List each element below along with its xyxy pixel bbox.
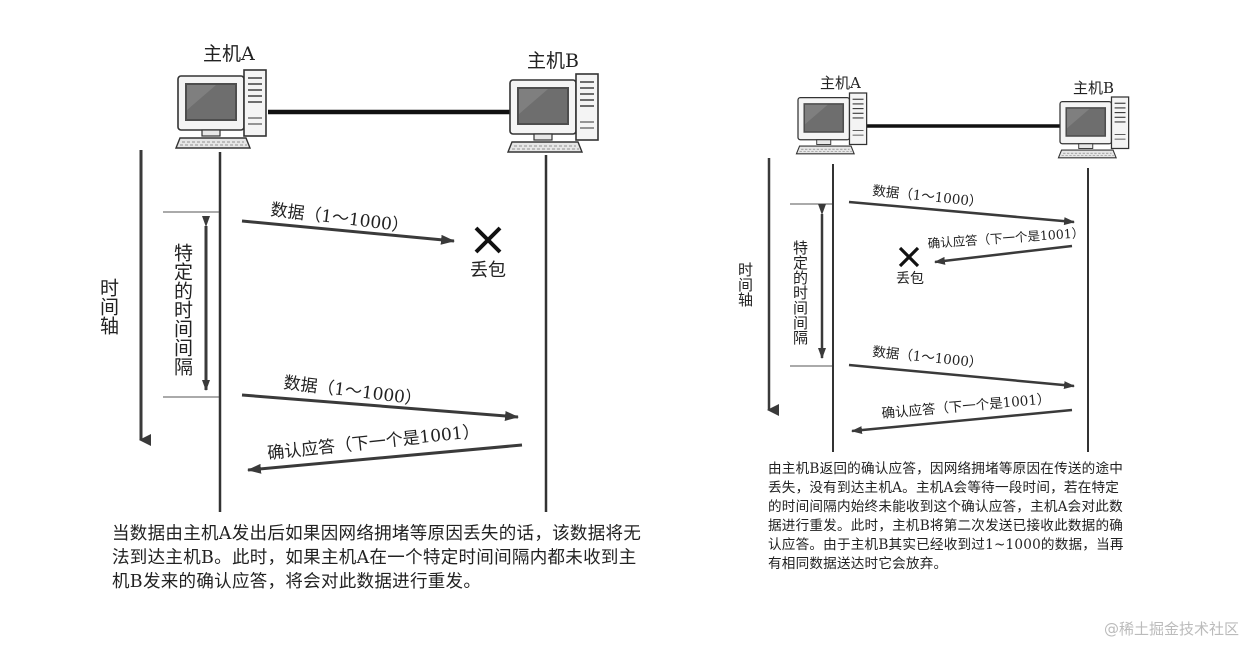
left-time-axis-label: 时间轴 — [97, 278, 119, 335]
left-data-resend-arrow — [241, 393, 519, 421]
right-diagram-ack-loss: 主机A 主机B 时间轴 特定的时间间隔 数据（1～1000） 确认应答（下一个是… — [736, 74, 1130, 452]
right-ack-second-arrow — [851, 408, 1073, 435]
right-ack-lost-arrow — [934, 244, 1073, 265]
left-interval-label: 特定的时间间隔 — [171, 243, 193, 376]
right-host-b-label: 主机B — [1073, 79, 1114, 97]
right-data-first-arrow — [848, 200, 1075, 226]
right-host-a-label: 主机A — [820, 74, 861, 92]
left-host-b-computer-icon — [507, 73, 599, 153]
left-host-a-label: 主机A — [203, 43, 255, 65]
left-ack-arrow — [247, 443, 523, 474]
left-host-a-computer-icon — [175, 69, 267, 149]
right-interval-label: 特定的时间间隔 — [791, 240, 809, 345]
right-caption: 由主机B返回的确认应答，因网络拥堵等原因在传送的途中丢失，没有到达主机A。主机A… — [768, 461, 1124, 572]
right-ack-second-label: 确认应答（下一个是1001） — [881, 390, 1051, 422]
left-caption: 当数据由主机A发出后如果因网络拥堵等原因丢失的话，该数据将无法到达主机B。此时，… — [112, 524, 642, 592]
watermark: @稀土掘金技术社区 — [1103, 620, 1239, 638]
right-host-b-computer-icon — [1057, 96, 1130, 159]
right-lost-label: 丢包 — [896, 271, 924, 287]
right-data-resend-arrow — [848, 363, 1075, 390]
left-host-b-label: 主机B — [527, 50, 579, 72]
left-lost-label: 丢包 — [470, 260, 506, 281]
left-diagram-packet-loss: 主机A 主机B 时间轴 特定的时间间隔 数据（1～1000） 丢包 数据（1～1… — [97, 43, 599, 512]
right-host-a-computer-icon — [795, 92, 868, 155]
left-data-lost-arrow — [241, 219, 455, 245]
right-time-axis-label: 时间轴 — [736, 262, 754, 307]
right-lost-x-icon — [898, 246, 920, 268]
right-data-resend-label: 数据（1～1000） — [872, 344, 984, 371]
left-lost-x-icon — [474, 226, 502, 254]
